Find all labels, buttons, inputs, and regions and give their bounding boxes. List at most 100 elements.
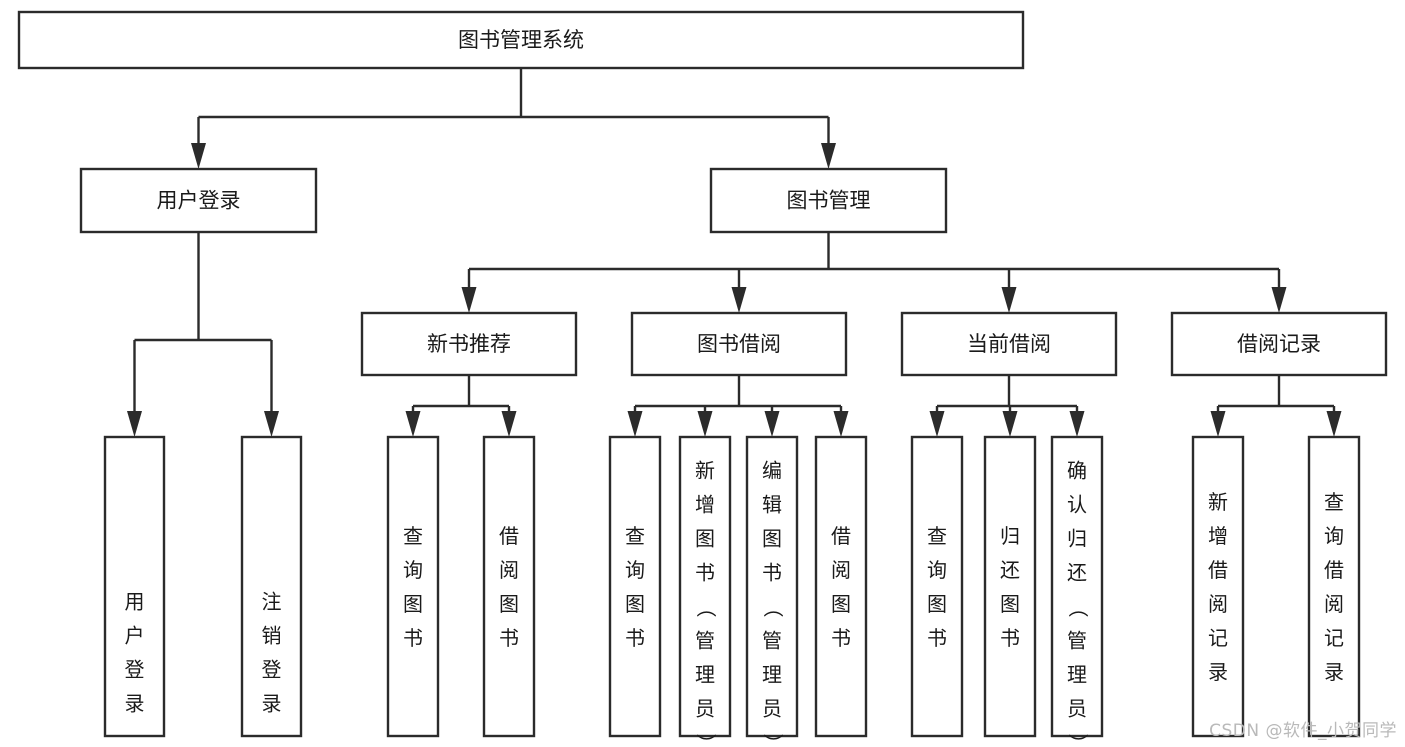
node-book-borrow[interactable]: 图书借阅 [630, 311, 848, 377]
node-label-char: 注 [262, 589, 282, 613]
node-box [709, 167, 948, 234]
arrow-head-icon [627, 411, 643, 437]
connector-group [929, 375, 1085, 437]
node-label-char: 增 [695, 492, 715, 516]
node-label-char: 用 [125, 589, 145, 613]
node-label: 图书管理 [787, 189, 871, 213]
node-label-char: 借 [831, 524, 851, 548]
connector-group [405, 375, 517, 437]
node-label-char: 书 [403, 626, 423, 650]
node-label: 图书借阅 [697, 332, 781, 356]
node-label-char: 认 [1067, 492, 1087, 516]
node-label-char: 新 [1208, 490, 1228, 514]
node-label-char: 询 [403, 558, 423, 582]
node-layer: 图书管理系统用户登录图书管理新书推荐图书借阅当前借阅借阅记录用户登录用户登录注销… [17, 10, 1388, 747]
node-label-char: 录 [1324, 660, 1344, 684]
node-label-char: 借 [499, 524, 519, 548]
node-label-char: 录 [125, 691, 145, 715]
node-box [1050, 435, 1104, 738]
node-label-char: 图 [831, 592, 851, 616]
node-book-manage[interactable]: 图书管理 [709, 167, 948, 234]
node-root[interactable]: 图书管理系统 [17, 10, 1025, 70]
node-label-char: 图 [762, 526, 782, 550]
node-leaf-query-record[interactable]: 查询借阅记录查询借阅记录 [1307, 435, 1361, 738]
node-label-char: 管 [1067, 628, 1087, 652]
node-label: 借阅记录 [1237, 332, 1321, 356]
node-label-char: 增 [1208, 524, 1228, 548]
connector-group [1210, 375, 1342, 437]
node-leaf-user-login[interactable]: 用户登录用户登录 [103, 435, 166, 738]
node-label-char: 查 [625, 524, 645, 548]
connector-group [127, 232, 279, 437]
node-label-char: 记 [1208, 626, 1228, 650]
arrow-head-icon [929, 411, 945, 437]
node-label-char: 询 [1324, 524, 1344, 548]
node-label-char: 管 [762, 628, 782, 652]
node-label-char: 询 [625, 558, 645, 582]
node-label-char: 还 [1067, 560, 1087, 584]
watermark-text: CSDN @软件_小贺同学 [1209, 721, 1397, 741]
node-label-char: 销 [262, 623, 282, 647]
node-box [1191, 435, 1245, 738]
node-box [79, 167, 318, 234]
node-label-char: 书 [927, 626, 947, 650]
node-label-char: ） [1066, 733, 1090, 747]
node-leaf-query-book-3[interactable]: 查询图书查询图书 [910, 435, 964, 738]
node-label-char: 书 [499, 626, 519, 650]
node-label-char: 查 [1324, 490, 1344, 514]
node-label-char: 图 [625, 592, 645, 616]
node-label-char: 书 [625, 626, 645, 650]
node-label-char: 归 [1000, 524, 1020, 548]
node-box [386, 435, 440, 738]
node-leaf-query-book-2[interactable]: 查询图书查询图书 [608, 435, 662, 738]
node-current-borrow[interactable]: 当前借阅 [900, 311, 1118, 377]
node-label-char: 借 [1324, 558, 1344, 582]
arrow-head-icon [1326, 411, 1342, 437]
node-label: 用户登录 [157, 189, 241, 213]
node-label-char: 登 [262, 657, 282, 681]
node-label-char: 还 [1000, 558, 1020, 582]
node-box [608, 435, 662, 738]
node-label-char: 确 [1067, 458, 1087, 482]
node-borrow-record[interactable]: 借阅记录 [1170, 311, 1388, 377]
node-label-char: 理 [1067, 662, 1087, 686]
node-leaf-borrow-book-2[interactable]: 借阅图书借阅图书 [814, 435, 868, 738]
node-box [910, 435, 964, 738]
node-leaf-add-record[interactable]: 新增借阅记录新增借阅记录 [1191, 435, 1245, 738]
node-box [900, 311, 1118, 377]
arrow-head-icon [1069, 411, 1085, 437]
node-box [103, 435, 166, 738]
arrow-head-icon [833, 411, 849, 437]
node-label-char: 书 [1000, 626, 1020, 650]
node-box [630, 311, 848, 377]
node-box [814, 435, 868, 738]
node-label-char: 员 [695, 696, 715, 720]
node-box [1307, 435, 1361, 738]
node-box [745, 435, 799, 738]
connector-layer [127, 68, 1342, 437]
node-label-char: 记 [1324, 626, 1344, 650]
node-box [678, 435, 732, 738]
node-label-char: 登 [125, 657, 145, 681]
node-label-char: ） [761, 733, 785, 747]
node-user-login[interactable]: 用户登录 [79, 167, 318, 234]
node-leaf-borrow-book-1[interactable]: 借阅图书借阅图书 [482, 435, 536, 738]
node-label-char: 录 [262, 691, 282, 715]
node-label-char: 归 [1067, 526, 1087, 550]
node-label-char: 户 [125, 623, 145, 647]
node-leaf-return-book[interactable]: 归还图书归还图书 [983, 435, 1037, 738]
node-leaf-query-book-1[interactable]: 查询图书查询图书 [386, 435, 440, 738]
node-new-book-recommend[interactable]: 新书推荐 [360, 311, 578, 377]
node-label-char: 录 [1208, 660, 1228, 684]
node-label-char: 阅 [1208, 592, 1228, 616]
node-label-char: ） [694, 733, 718, 747]
node-leaf-user-logout[interactable]: 注销登录注销登录 [240, 435, 303, 738]
node-box [360, 311, 578, 377]
arrow-head-icon [191, 143, 206, 169]
arrow-head-icon [405, 411, 421, 437]
node-label-char: 理 [762, 662, 782, 686]
